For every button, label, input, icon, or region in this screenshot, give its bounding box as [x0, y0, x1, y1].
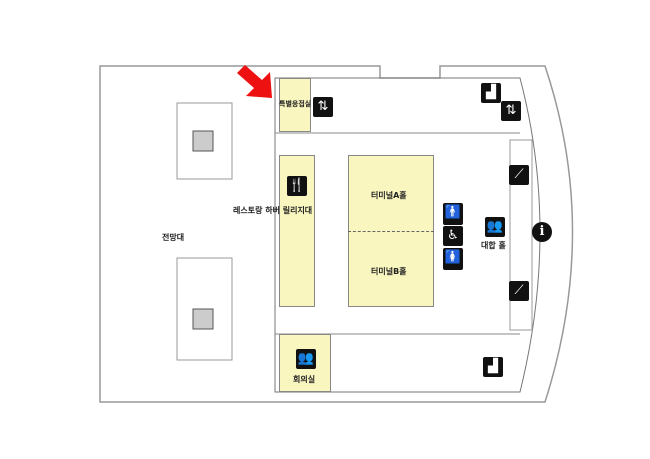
escalator-icon: ⟋: [509, 281, 529, 301]
meeting-room-icon: 👥: [296, 349, 316, 369]
label-meeting-room: 회의실: [293, 375, 316, 384]
label-waiting-hall: 대합 홀: [481, 241, 506, 250]
label-observatory: 전망대: [162, 233, 185, 242]
hall-divider: [348, 231, 434, 232]
elevator-icon: ⇅: [501, 101, 521, 121]
stairs-icon: ▟: [481, 83, 501, 103]
label-vip-reception: 특별응접실: [279, 100, 312, 108]
women-restroom-icon: 🚺: [443, 248, 463, 270]
men-restroom-icon: 🚹: [443, 203, 463, 225]
stairs-icon: ▟: [483, 357, 503, 377]
info-icon[interactable]: i: [532, 222, 552, 242]
label-terminal-a: 터미널A홀: [371, 191, 407, 200]
label-restaurant: 레스토랑 하버 릴리지대: [233, 206, 313, 215]
escalator-icon: ⟋: [509, 165, 529, 185]
elevator-icon: ⇅: [313, 97, 333, 117]
wheelchair-icon: ♿: [443, 226, 463, 246]
waiting-hall-icon: 👥: [485, 217, 505, 237]
room-vip-reception[interactable]: [279, 78, 311, 132]
location-arrow: [237, 65, 272, 98]
label-terminal-b: 터미널B홀: [371, 267, 407, 276]
restaurant-icon: 🍴: [287, 176, 307, 196]
